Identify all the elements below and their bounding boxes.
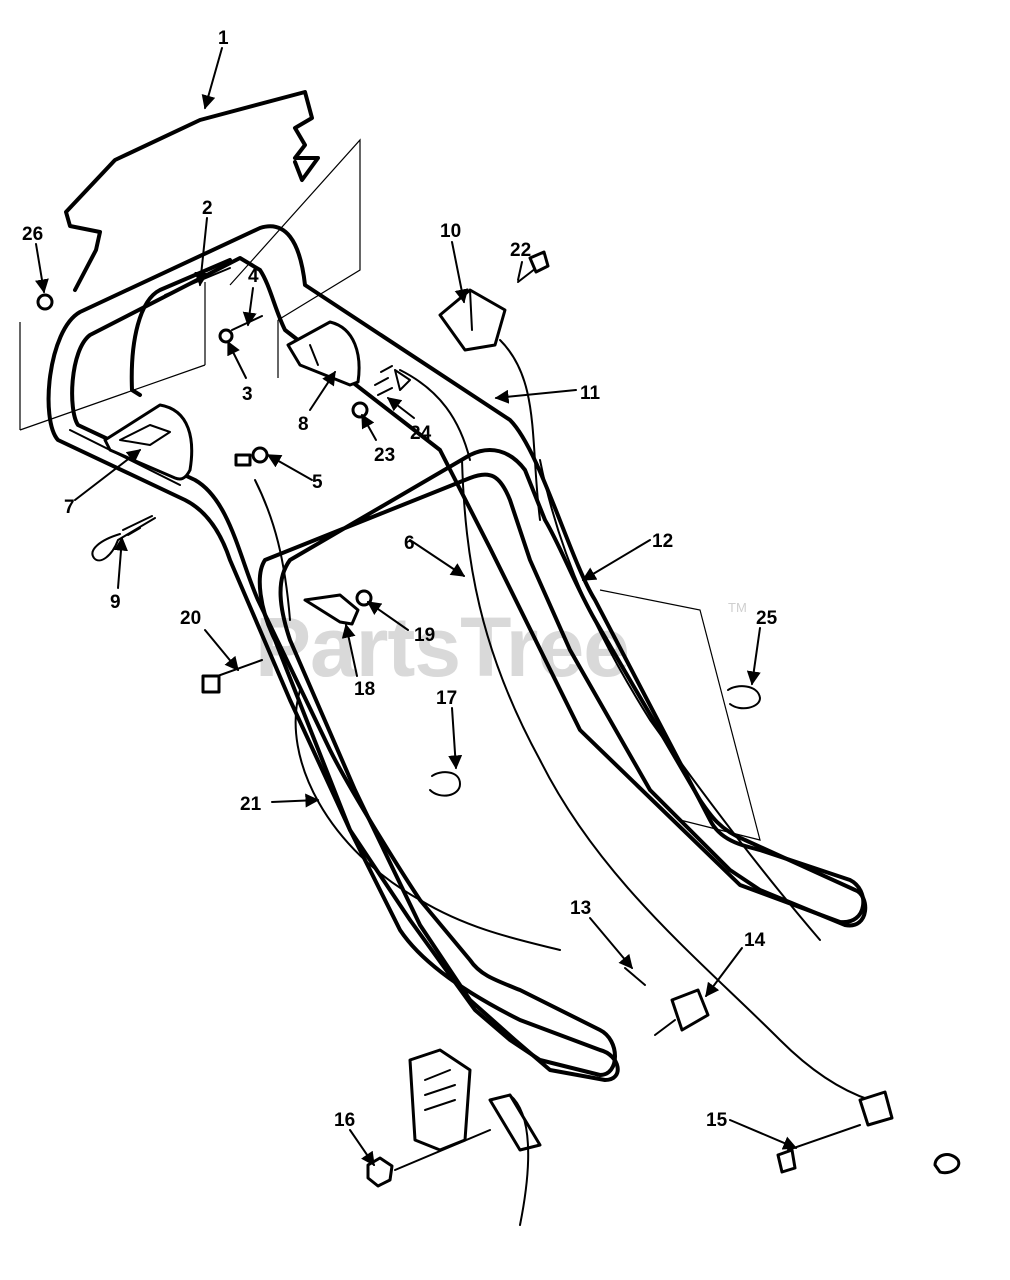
callout-16: 16 — [334, 1110, 355, 1131]
callout-11: 11 — [580, 383, 601, 404]
cotter-13 — [624, 967, 646, 986]
bracket-16 — [488, 1093, 542, 1152]
callout-7: 7 — [64, 497, 75, 518]
spring-24 — [374, 365, 393, 396]
callout-4: 4 — [248, 266, 259, 287]
latch-18 — [303, 593, 360, 626]
bracket-5 — [234, 453, 252, 467]
cable-6 — [461, 459, 871, 1101]
height-adjuster — [408, 1048, 472, 1152]
callout-13: 13 — [570, 898, 591, 919]
callout-25: 25 — [756, 608, 778, 629]
callout-2: 2 — [202, 198, 213, 219]
callout-26: 26 — [22, 224, 43, 245]
watermark-tm: TM — [728, 600, 747, 615]
callout-22: 22 — [510, 240, 531, 261]
callout-1: 1 — [218, 28, 229, 49]
nut-5 — [251, 446, 269, 464]
washer-26 — [36, 293, 54, 311]
callout-9: 9 — [110, 592, 121, 613]
callout-23: 23 — [374, 445, 395, 466]
callout-17: 17 — [436, 688, 457, 709]
callout-18: 18 — [354, 679, 375, 700]
callout-labels: 1 2 3 4 5 6 7 8 9 10 11 12 13 14 15 16 1… — [22, 28, 778, 1131]
callout-12: 12 — [652, 531, 673, 552]
spacer-14 — [670, 988, 710, 1032]
callout-19: 19 — [414, 625, 435, 646]
reference-planes — [19, 138, 761, 841]
eyebolt-9 — [91, 517, 156, 562]
callout-8: 8 — [298, 414, 309, 435]
callout-24: 24 — [410, 423, 432, 444]
cable-11 — [499, 339, 541, 521]
clip-24 — [394, 369, 411, 391]
cable-21 — [294, 689, 561, 951]
callout-10: 10 — [440, 221, 461, 242]
bolt-15 — [787, 1124, 861, 1151]
control-box-right — [286, 320, 361, 387]
callout-14: 14 — [744, 930, 766, 951]
screw-4 — [231, 315, 263, 331]
callout-20: 20 — [180, 608, 201, 629]
cable-inner — [399, 369, 471, 461]
callout-15: 15 — [706, 1110, 728, 1131]
lower-handle — [257, 448, 868, 1082]
control-bar — [129, 258, 232, 397]
callout-leaders — [35, 47, 798, 1167]
cap-15 — [933, 1153, 961, 1175]
callout-5: 5 — [312, 472, 323, 493]
clip-17 — [429, 771, 461, 797]
bracket-15 — [858, 1090, 894, 1127]
callout-21: 21 — [240, 794, 262, 815]
watermark-text: PartsTree — [255, 600, 629, 694]
nut-23 — [351, 401, 369, 419]
callout-6: 6 — [404, 533, 415, 554]
clip-25 — [727, 685, 761, 710]
cable-upper-left — [254, 479, 291, 621]
control-box-left — [103, 403, 194, 481]
callout-3: 3 — [242, 384, 253, 405]
washer-3 — [218, 328, 234, 344]
cable-12 — [539, 459, 821, 941]
upper-handle — [46, 224, 866, 1077]
bail-wire — [64, 90, 320, 292]
